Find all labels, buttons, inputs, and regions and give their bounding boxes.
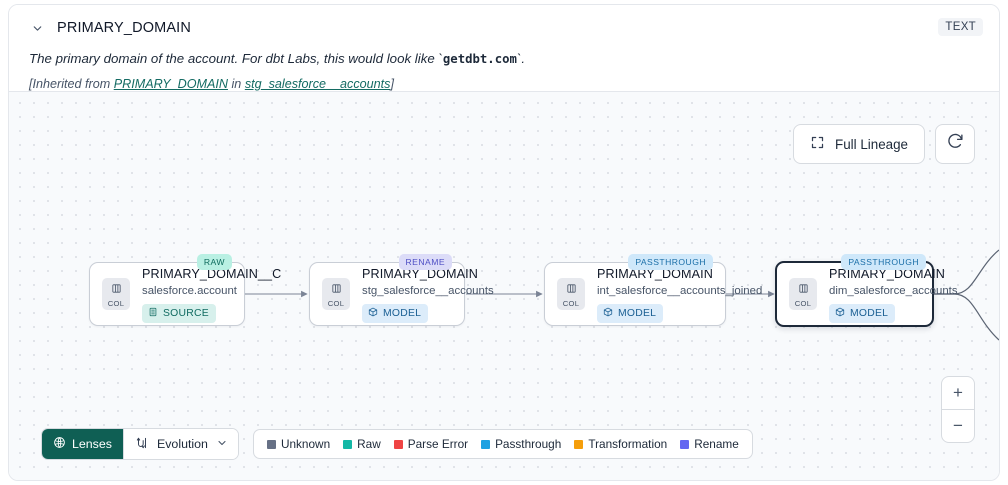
description-code: getdbt.com [442, 52, 517, 66]
full-lineage-button[interactable]: Full Lineage [793, 124, 925, 164]
node-kind-badge: SOURCE [142, 304, 216, 324]
lens-group: Lenses Evolution [41, 428, 239, 460]
panel-header: PRIMARY_DOMAIN TEXT The primary domain o… [9, 5, 999, 92]
node-name: PRIMARY_DOMAIN__C [142, 266, 282, 281]
legend-swatch [680, 439, 690, 449]
column-icon [566, 281, 577, 299]
inherited-suffix: ] [390, 76, 394, 91]
chevron-down-icon[interactable] [29, 20, 45, 36]
node-lens-tag: PASSTHROUGH [841, 254, 926, 270]
column-chip-label: COL [327, 298, 345, 308]
legend-item: Parse Error [393, 437, 469, 451]
lineage-canvas[interactable]: Full Lineage RAW COL [9, 91, 999, 480]
database-icon [148, 307, 158, 320]
cube-icon [368, 307, 378, 320]
lineage-node[interactable]: PASSTHROUGH COL PRIMARY_DOMAIN int_sales… [544, 254, 762, 326]
node-lens-tag: RAW [196, 254, 232, 270]
node-body: PRIMARY_DOMAIN stg_salesforce__accounts … [362, 265, 494, 324]
zoom-controls: + − [941, 376, 975, 443]
lineage-node-selected[interactable]: PASSTHROUGH COL PRIMARY_DOMAIN dim_sales… [775, 254, 958, 327]
node-subtitle: dim_salesforce_accounts [829, 284, 958, 297]
inherited-column-link[interactable]: PRIMARY_DOMAIN [113, 76, 228, 91]
legend-swatch [343, 439, 353, 449]
chevron-down-icon [216, 437, 228, 452]
inherited-middle: in [228, 76, 245, 91]
lens-legend: Unknown Raw Parse Error Passthrough Tran… [252, 429, 753, 459]
column-icon [798, 281, 809, 299]
full-lineage-label: Full Lineage [835, 136, 908, 152]
column-icon [331, 281, 342, 299]
legend-swatch [266, 439, 276, 449]
node-lens-tag: RENAME [398, 254, 452, 270]
evolution-label: Evolution [156, 437, 208, 451]
evolution-dropdown[interactable]: Evolution [122, 429, 238, 459]
cube-icon [835, 307, 845, 320]
node-subtitle: salesforce.account [142, 284, 237, 297]
node-name: PRIMARY_DOMAIN [597, 266, 713, 281]
legend-item: Rename [680, 437, 739, 451]
lens-icon [53, 436, 66, 452]
column-chip-label: COL [562, 298, 580, 308]
title-row: PRIMARY_DOMAIN [29, 15, 979, 41]
node-kind-label: MODEL [850, 308, 889, 320]
node-kind-badge: MODEL [597, 304, 664, 324]
column-chip: COL [789, 278, 817, 310]
node-name: PRIMARY_DOMAIN [829, 266, 945, 281]
lineage-node[interactable]: RENAME COL PRIMARY_DOMAIN stg_salesforce… [309, 254, 494, 326]
type-badge: TEXT [938, 18, 983, 36]
column-icon [111, 281, 122, 299]
legend-label: Transformation [588, 437, 668, 451]
canvas-bottom-bar: Lenses Evolution [41, 428, 753, 460]
column-lineage-panel: PRIMARY_DOMAIN TEXT The primary domain o… [8, 4, 1000, 481]
legend-label: Raw [357, 437, 381, 451]
column-chip-label: COL [794, 298, 812, 308]
legend-label: Unknown [280, 437, 331, 451]
legend-item: Transformation [574, 437, 667, 451]
description-prefix: The primary domain of the account. For d… [29, 51, 443, 66]
legend-swatch [574, 439, 584, 449]
inherited-note: [Inherited from PRIMARY_DOMAIN in stg_sa… [29, 76, 979, 92]
refresh-icon [947, 133, 964, 155]
node-body: PRIMARY_DOMAIN__C salesforce.account SOU… [142, 265, 281, 324]
legend-label: Parse Error [407, 437, 469, 451]
lenses-label: Lenses [72, 437, 112, 451]
legend-label: Passthrough [495, 437, 562, 451]
canvas-top-controls: Full Lineage [793, 124, 975, 164]
column-chip: COL [557, 278, 585, 310]
node-kind-label: SOURCE [163, 308, 209, 320]
zoom-out-button[interactable]: − [953, 416, 963, 435]
inherited-prefix: [Inherited from [29, 76, 114, 91]
refresh-button[interactable] [935, 124, 975, 164]
node-kind-label: MODEL [618, 308, 657, 320]
node-lens-tag: PASSTHROUGH [628, 254, 713, 270]
cube-icon [603, 307, 613, 320]
lineage-node[interactable]: RAW COL PRIMARY_DOMAIN__C salesforce.acc… [89, 254, 281, 326]
zoom-divider [942, 409, 974, 410]
description-suffix: `. [516, 51, 526, 66]
column-chip: COL [322, 278, 350, 310]
node-kind-badge: MODEL [829, 304, 896, 324]
legend-item: Passthrough [481, 437, 561, 451]
node-body: PRIMARY_DOMAIN int_salesforce__accounts_… [597, 265, 762, 324]
legend-item: Unknown [266, 437, 331, 451]
column-description: The primary domain of the account. For d… [29, 50, 979, 68]
evolution-icon [135, 436, 149, 453]
legend-label: Rename [694, 437, 739, 451]
expand-icon [810, 135, 825, 153]
node-subtitle: stg_salesforce__accounts [362, 284, 494, 297]
column-chip-label: COL [107, 298, 125, 308]
page-title: PRIMARY_DOMAIN [57, 20, 191, 36]
node-body: PRIMARY_DOMAIN dim_salesforce_accounts M… [829, 265, 958, 324]
node-subtitle: int_salesforce__accounts_joined [597, 284, 763, 297]
lenses-button[interactable]: Lenses [42, 429, 123, 459]
node-name: PRIMARY_DOMAIN [362, 266, 478, 281]
inherited-model-link[interactable]: stg_salesforce__accounts [244, 76, 391, 91]
legend-item: Raw [343, 437, 381, 451]
zoom-in-button[interactable]: + [953, 383, 963, 402]
column-chip: COL [102, 278, 130, 310]
legend-swatch [481, 439, 491, 449]
node-kind-badge: MODEL [362, 304, 429, 324]
node-kind-label: MODEL [383, 308, 422, 320]
legend-swatch [393, 439, 403, 449]
